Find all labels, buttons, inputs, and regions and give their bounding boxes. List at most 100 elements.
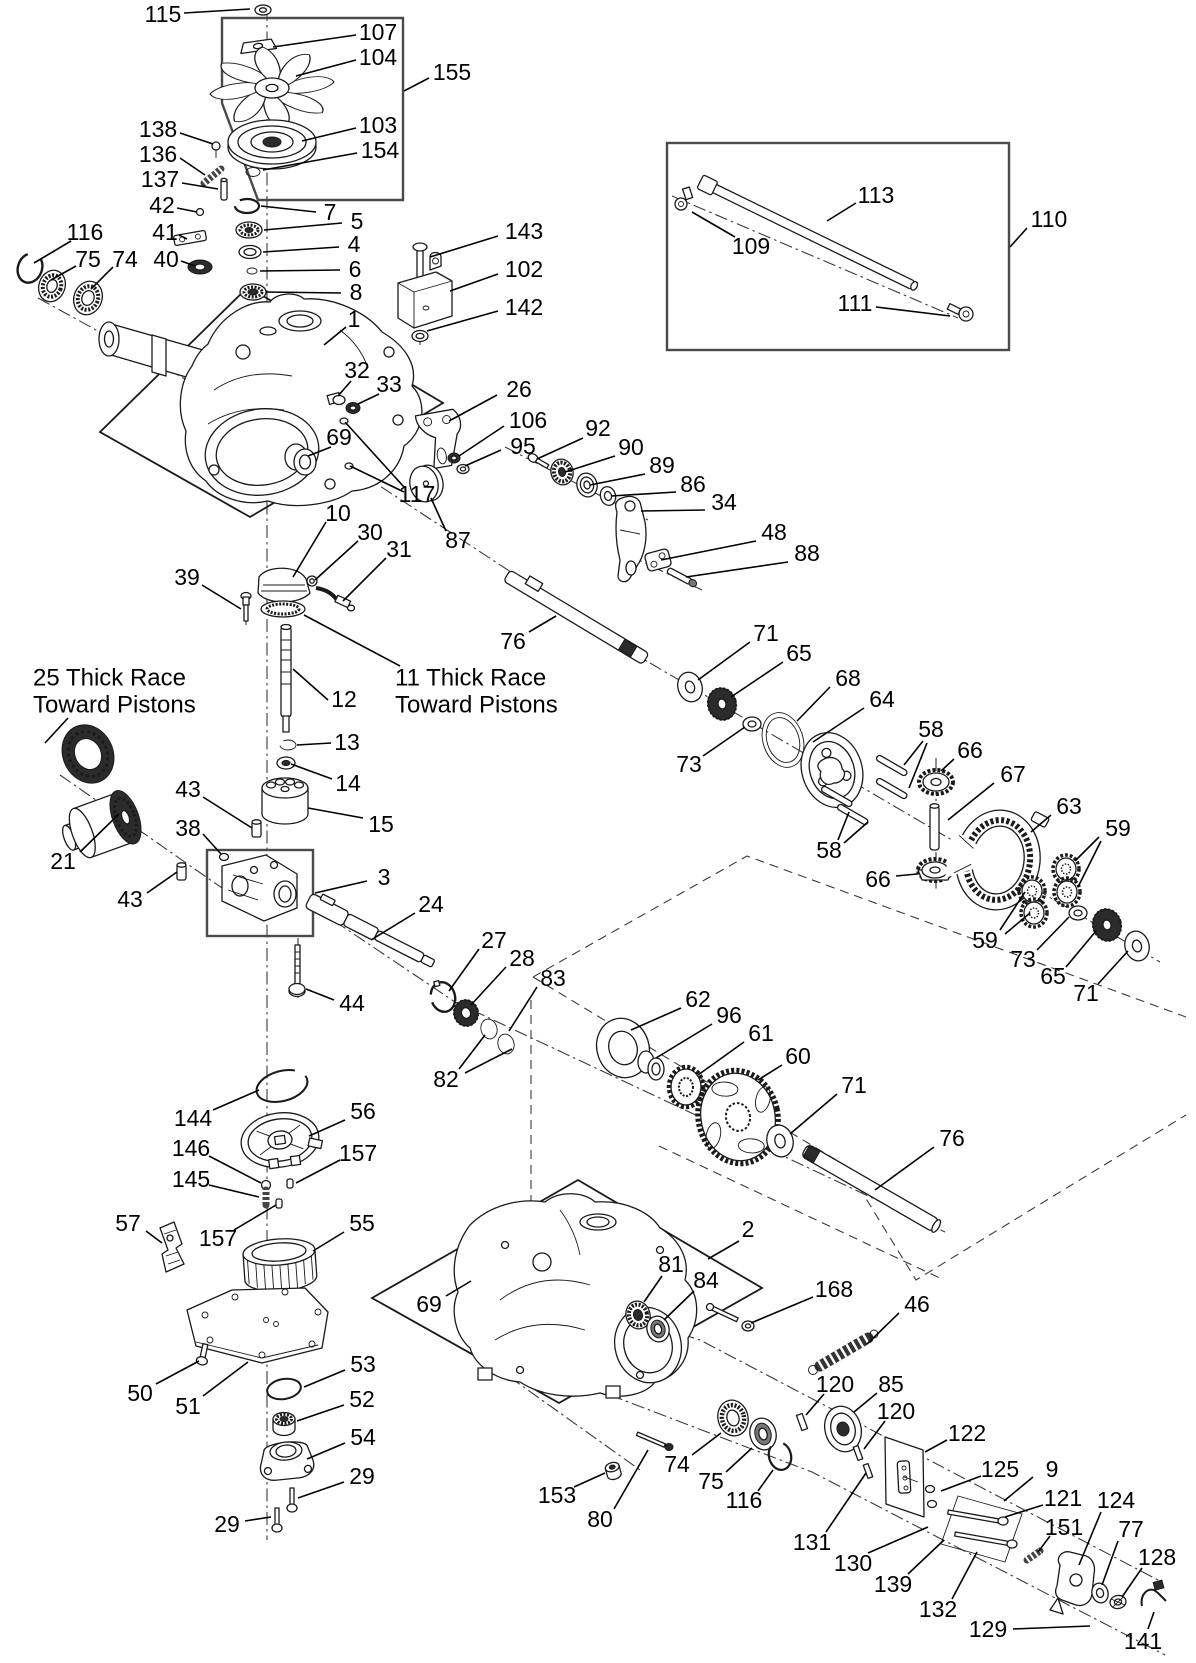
leader-line bbox=[867, 1526, 929, 1554]
part-label-96: 96 bbox=[716, 1002, 742, 1028]
part-label-86: 86 bbox=[680, 471, 706, 497]
leader-line bbox=[349, 465, 405, 493]
part-label-146: 146 bbox=[172, 1135, 210, 1161]
part-3-center-section bbox=[221, 854, 298, 922]
leader-line bbox=[429, 235, 499, 258]
leader-line bbox=[757, 1469, 774, 1492]
part-label-121: 121 bbox=[1044, 1485, 1082, 1511]
part-14-nut bbox=[276, 756, 296, 770]
leader-line bbox=[146, 871, 178, 894]
part-label-7: 7 bbox=[324, 199, 337, 225]
part-label-124: 124 bbox=[1097, 1487, 1136, 1513]
part-143-bolt bbox=[412, 242, 428, 284]
leader-line bbox=[757, 1064, 783, 1081]
leader-line bbox=[176, 207, 198, 213]
part-label-74: 74 bbox=[664, 1451, 690, 1477]
leader-line bbox=[691, 211, 736, 238]
leader-line bbox=[233, 1204, 277, 1231]
part-label-65: 65 bbox=[1040, 963, 1066, 989]
part-71-washer-a bbox=[677, 671, 703, 703]
leader-line bbox=[589, 473, 646, 486]
part-label-12: 12 bbox=[331, 686, 357, 712]
leader-line bbox=[262, 152, 358, 171]
part-2-side-housing bbox=[453, 1193, 698, 1399]
leader-line bbox=[202, 1361, 249, 1397]
part-label-32: 32 bbox=[344, 357, 370, 383]
note-text: 25 Thick Race bbox=[33, 665, 186, 692]
part-label-129: 129 bbox=[969, 1616, 1007, 1642]
leader-line bbox=[208, 1155, 262, 1184]
leader-line bbox=[265, 291, 342, 294]
part-label-21: 21 bbox=[50, 848, 76, 874]
leader-line bbox=[903, 740, 924, 766]
part-label-113: 113 bbox=[858, 182, 895, 208]
part-label-116: 116 bbox=[67, 219, 104, 245]
part-label-117: 117 bbox=[399, 481, 436, 507]
leader-line bbox=[874, 1146, 935, 1191]
part-28-gear bbox=[452, 999, 480, 1027]
part-label-59: 59 bbox=[1105, 815, 1131, 841]
leader-line bbox=[155, 1360, 200, 1385]
note-text: 11 Thick Race bbox=[395, 665, 546, 692]
part-43-pin-lower bbox=[176, 862, 187, 881]
part-65-bevel-gear-a bbox=[706, 687, 738, 721]
center-section-box-3 bbox=[205, 848, 315, 938]
part-label-43: 43 bbox=[175, 776, 201, 802]
leader-line bbox=[1009, 227, 1028, 248]
leader-line bbox=[458, 1034, 486, 1070]
leader-line bbox=[730, 661, 784, 698]
part-66-bevel-gear-top bbox=[917, 768, 955, 796]
part-label-41: 41 bbox=[152, 219, 178, 245]
leader-line bbox=[426, 310, 499, 332]
part-label-110: 110 bbox=[1031, 206, 1068, 232]
leader-line bbox=[697, 641, 751, 681]
part-label-50: 50 bbox=[127, 1380, 153, 1406]
leader-line bbox=[79, 813, 120, 853]
leader-line bbox=[370, 912, 416, 941]
part-label-2: 2 bbox=[742, 1216, 755, 1242]
part-label-3: 3 bbox=[378, 864, 391, 890]
leader-line bbox=[295, 59, 357, 77]
part-label-139: 139 bbox=[874, 1571, 912, 1597]
part-label-141: 141 bbox=[1124, 1628, 1162, 1654]
leader-line bbox=[640, 509, 706, 512]
part-25-thick-race bbox=[61, 724, 115, 784]
part-109-fitting bbox=[674, 186, 694, 211]
leader-line bbox=[323, 326, 347, 346]
part-73-nut-b bbox=[1068, 905, 1088, 921]
part-label-136: 136 bbox=[139, 141, 177, 167]
leader-line bbox=[1003, 1476, 1034, 1502]
part-label-109: 109 bbox=[732, 233, 770, 259]
part-88-pin bbox=[666, 567, 698, 588]
leader-line bbox=[464, 1048, 513, 1074]
part-46-spring bbox=[808, 1329, 879, 1375]
leader-line bbox=[292, 521, 327, 578]
part-71-washer-b bbox=[1124, 930, 1150, 962]
part-label-5: 5 bbox=[351, 208, 364, 234]
part-label-65: 65 bbox=[786, 640, 812, 666]
leader-line bbox=[1097, 950, 1129, 985]
part-120-key-a bbox=[795, 1412, 809, 1432]
part-74-bearing bbox=[72, 280, 104, 316]
leader-line bbox=[837, 811, 850, 841]
leader-line bbox=[244, 1516, 272, 1522]
leader-line bbox=[449, 273, 499, 292]
part-29-screw-a bbox=[286, 1487, 298, 1513]
part-63-ring-gear bbox=[944, 809, 1050, 911]
leader-line bbox=[458, 425, 505, 457]
part-label-75: 75 bbox=[75, 246, 101, 272]
part-95-nut bbox=[456, 463, 470, 475]
leader-line bbox=[90, 266, 114, 290]
leader-line bbox=[307, 807, 364, 819]
part-label-80: 80 bbox=[587, 1506, 613, 1532]
leader-line bbox=[825, 1472, 867, 1533]
leader-line bbox=[660, 540, 757, 561]
part-label-26: 26 bbox=[506, 376, 532, 402]
leader-line bbox=[655, 1023, 713, 1059]
leader-line bbox=[630, 1007, 682, 1031]
part-141-clip bbox=[1140, 1579, 1167, 1607]
part-label-76: 76 bbox=[939, 1125, 965, 1151]
part-label-83: 83 bbox=[540, 965, 566, 991]
